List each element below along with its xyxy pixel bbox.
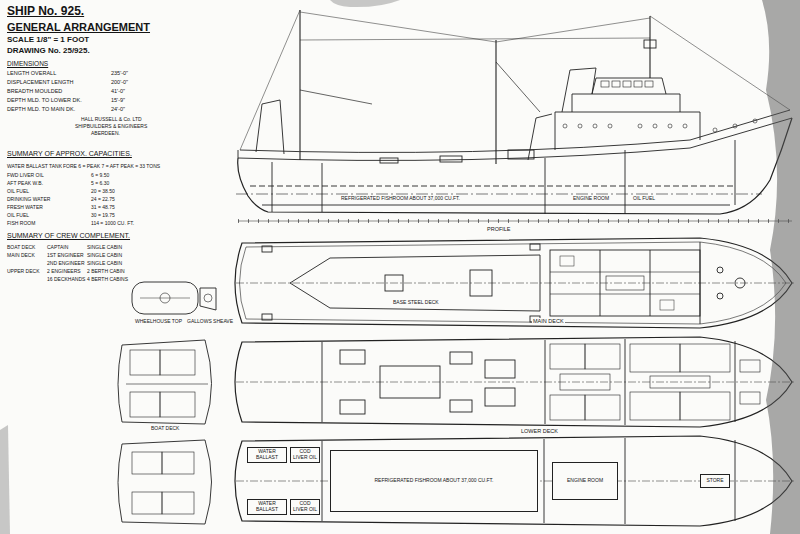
compartment-box: ENGINE ROOM: [552, 462, 618, 500]
drawing-label: 20 = 38.50: [90, 189, 116, 195]
compartment-box: WATER BALLAST: [247, 447, 287, 463]
drawing-label: DISPLACEMENT LENGTH: [6, 79, 75, 85]
drawing-label: 1ST ENGINEER: [46, 253, 85, 259]
drawing-label: 24 = 22.75: [90, 197, 116, 203]
drawing-label: MAIN DECK: [532, 318, 565, 324]
compartment-name: STORE: [706, 478, 723, 484]
drawing-label: HALL RUSSELL & Co. LTD: [80, 117, 143, 123]
drawing-label: 6 = 9.50: [90, 173, 110, 179]
drawing-label: GALLOWS SHEAVE: [186, 319, 234, 325]
drawing-label: 30 = 19.75: [90, 213, 116, 219]
drawing-label: OIL FUEL: [6, 189, 30, 195]
drawing-label: LENGTH OVERALL: [6, 70, 57, 76]
drawing-label: 2 ENGINEERS: [46, 269, 82, 275]
drawing-label: SHIPBUILDERS & ENGINEERS: [74, 124, 148, 130]
drawing-label: AFT PEAK W.B.: [6, 181, 44, 187]
drawing-label: 24'-0": [110, 106, 126, 112]
drawing-label: DEPTH MLD. TO LOWER DK.: [6, 97, 83, 103]
compartment-name: WATER BALLAST: [250, 501, 284, 513]
compartment-name: COD LIVER OIL: [293, 501, 317, 513]
drawing-label: DRAWING No. 25/925.: [6, 47, 91, 56]
compartment-box: STORE: [700, 474, 730, 488]
drawing-label: 114 = 1000 CU. FT.: [90, 221, 135, 227]
drawing-label: OIL FUEL: [632, 196, 656, 202]
drawing-label: SINGLE CABIN: [86, 261, 123, 267]
compartment-name: WATER BALLAST: [250, 449, 284, 461]
drawing-label: 2 BERTH CABIN: [86, 269, 126, 275]
compartment-box: COD LIVER OIL: [290, 499, 320, 515]
drawing-label: 41'-0": [110, 88, 126, 94]
drawing-label: FORE 6 = PEAK 7 = AFT PEAK = 33 TONS: [62, 164, 161, 170]
compartment-name: REFRIGERATED FISHROOM ABOUT 37,000 CU.FT…: [374, 478, 493, 484]
drawing-label: BREADTH MOULDED: [6, 88, 63, 94]
drawing-label: BOAT DECK: [150, 426, 180, 432]
drawing-label: 5 = 6.30: [90, 181, 110, 187]
drawing-label: REFRIGERATED FISHROOM ABOUT 37,000 CU.FT…: [340, 196, 461, 202]
drawing-label: DEPTH MLD. TO MAIN DK.: [6, 106, 76, 112]
drawing-label: PROFILE: [486, 226, 512, 232]
drawing-label: FWD LIVER OIL: [6, 173, 45, 179]
compartment-name: ENGINE ROOM: [567, 478, 603, 484]
drawing-label: BOAT DECK: [6, 245, 36, 251]
drawing-label: 200'-0": [110, 79, 129, 85]
drawing-label: FISH ROOM: [6, 221, 36, 227]
drawing-label: MAIN DECK: [6, 253, 36, 259]
drawing-label: 16 DECKHANDS: [46, 277, 86, 283]
drawing-label: 15'-9": [110, 97, 126, 103]
drawing-label: ABERDEEN.: [90, 131, 121, 137]
drawing-label: SINGLE CABIN: [86, 253, 123, 259]
drawing-label: DIMENSIONS: [6, 60, 49, 67]
drawing-label: SINGLE CABIN: [86, 245, 123, 251]
compartment-name: COD LIVER OIL: [293, 449, 317, 461]
compartment-box: REFRIGERATED FISHROOM ABOUT 37,000 CU.FT…: [330, 450, 538, 512]
drawing-label: SCALE 1/8" = 1 FOOT: [6, 36, 90, 45]
drawing-title: SHIP No. 925.: [6, 5, 85, 18]
compartment-box: WATER BALLAST: [247, 499, 287, 515]
drawing-label: OIL FUEL: [6, 213, 30, 219]
drawing-label: WATER BALLAST TANKS: [6, 164, 66, 170]
drawing-label: GENERAL ARRANGEMENT: [6, 21, 151, 33]
drawing-label: SUMMARY OF APPROX. CAPACITIES.: [6, 150, 133, 158]
drawing-label: CAPTAIN: [46, 245, 69, 251]
drawing-label: BASE STEEL DECK: [392, 300, 440, 306]
drawing-label: 2ND ENGINEER: [46, 261, 86, 267]
drawing-label: UPPER DECK: [6, 269, 41, 275]
drawing-label: WHEELHOUSE TOP: [134, 319, 183, 325]
drawing-label: 4 BERTH CABINS: [86, 277, 129, 283]
compartment-box: COD LIVER OIL: [290, 447, 320, 463]
drawing-label: 235'-0": [110, 70, 129, 76]
drawing-label: 31 = 48.75: [90, 205, 116, 211]
drawing-label: FRESH WATER: [6, 205, 44, 211]
drawing-label: LOWER DECK: [520, 428, 559, 434]
drawing-label: DRINKING WATER: [6, 197, 51, 203]
drawing-label: ENGINE ROOM: [572, 196, 610, 202]
drawing-label: SUMMARY OF CREW COMPLEMENT.: [6, 232, 131, 240]
